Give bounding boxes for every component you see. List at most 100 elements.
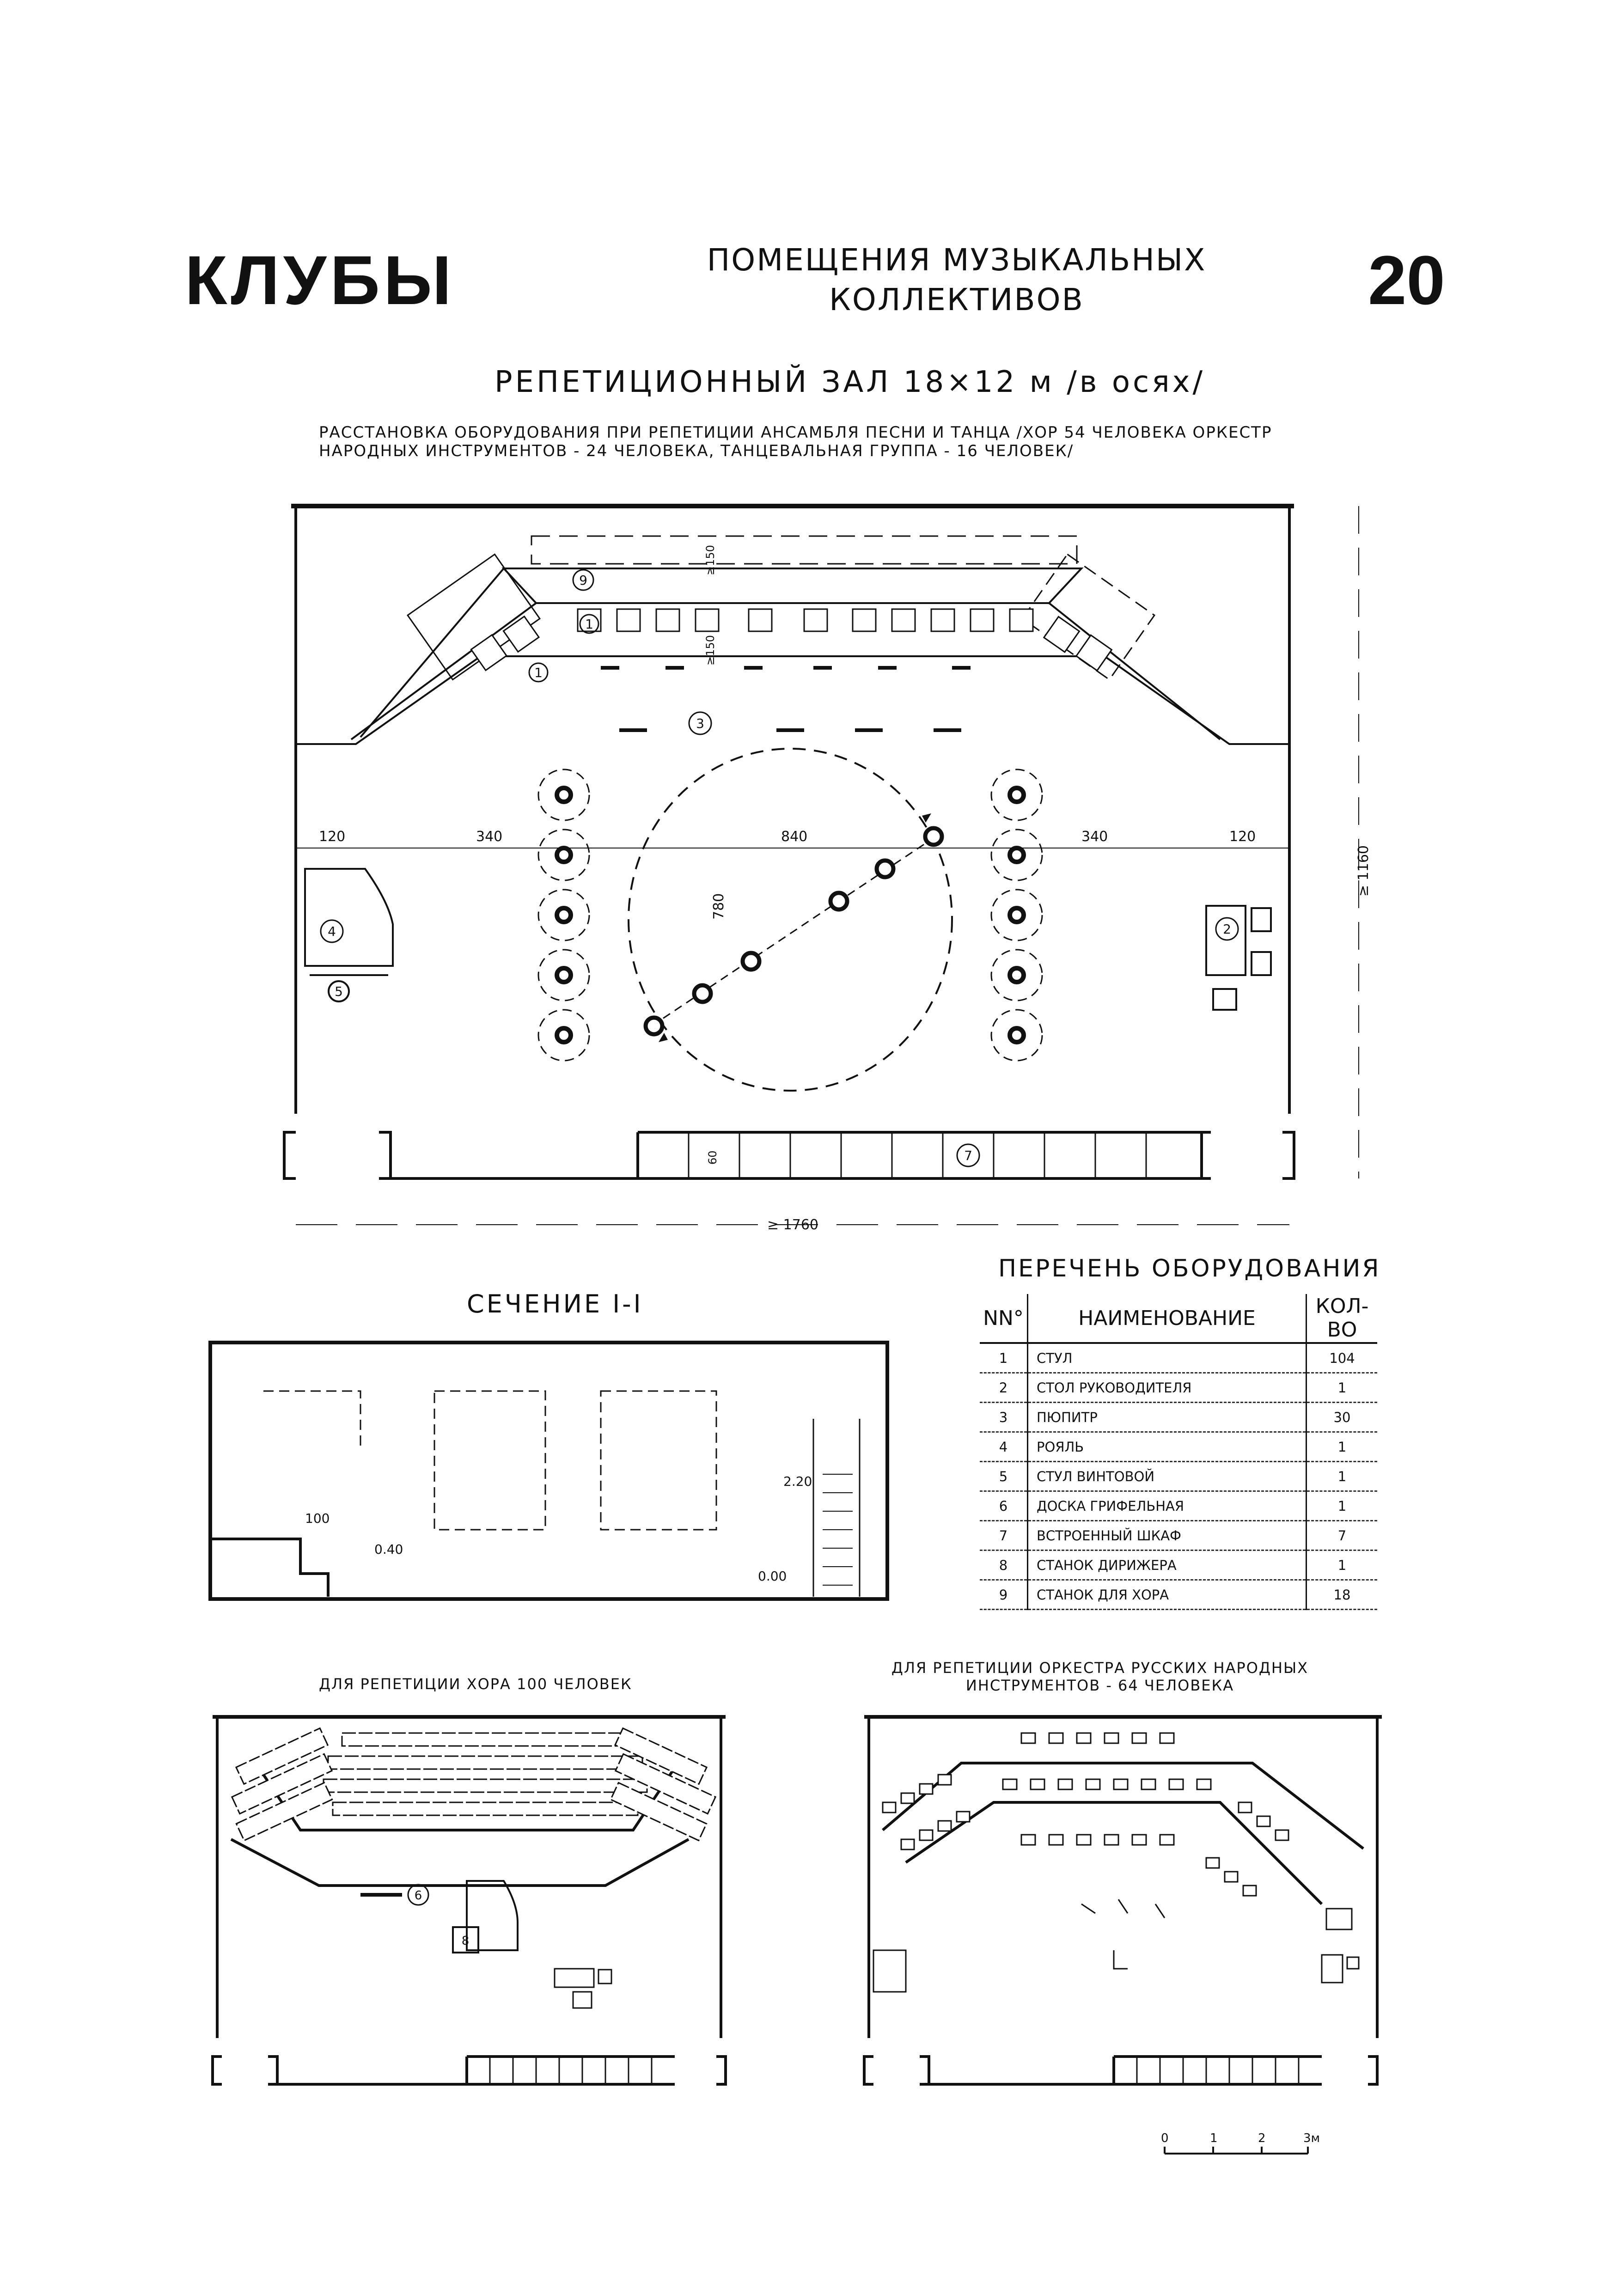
dim-circle-height: 780 xyxy=(711,893,727,920)
scale-bar: 0 1 2 3м xyxy=(1161,2131,1320,2155)
marker-9: 9 xyxy=(579,573,587,588)
hall-walls xyxy=(283,504,1295,1180)
dance-circle xyxy=(628,748,953,1092)
sheet-number: 20 xyxy=(1368,241,1445,319)
section-view: 100 0.40 2.20 0.00 xyxy=(208,1341,889,1601)
choir-marker-6: 6 xyxy=(415,1889,422,1903)
row-qty: 30 xyxy=(1306,1402,1377,1433)
row-name: ПЮПИТР xyxy=(1027,1402,1307,1433)
choir-chairs xyxy=(470,608,1113,672)
row-name: РОЯЛЬ xyxy=(1027,1432,1307,1462)
row-qty: 104 xyxy=(1306,1343,1377,1373)
row-qty: 18 xyxy=(1306,1580,1377,1610)
grand-piano xyxy=(304,868,394,1002)
row-qty: 1 xyxy=(1306,1550,1377,1581)
caption-line-1: РАССТАНОВКА ОБОРУДОВАНИЯ ПРИ РЕПЕТИЦИИ А… xyxy=(319,423,1272,442)
orchestra-caption-line-2: ИНСТРУМЕНТОВ - 64 ЧЕЛОВЕКА xyxy=(965,1677,1234,1694)
subtitle-line-2: КОЛЛЕКТИВОВ xyxy=(829,282,1084,317)
scale-label-1: 1 xyxy=(1210,2131,1218,2145)
main-plan-dimensions: 120 340 840 340 120 780 ≥ 1160 ≥ 1760 ≥1… xyxy=(296,506,1372,1233)
row-num: 4 xyxy=(980,1432,1028,1462)
scale-label-3: 3м xyxy=(1303,2131,1320,2145)
marker-numbers: 9 1 1 3 4 5 2 7 xyxy=(328,573,1231,1163)
row-num: 5 xyxy=(980,1461,1028,1492)
orchestra-rehearsal-plan xyxy=(863,1715,1382,2086)
marker-1b: 1 xyxy=(534,665,543,680)
section-level-low: 0.40 xyxy=(374,1542,403,1557)
row-num: 3 xyxy=(980,1402,1028,1433)
marker-2: 2 xyxy=(1223,922,1231,937)
dim-riser-1: ≥150 xyxy=(704,545,717,575)
director-desk xyxy=(1205,905,1272,1011)
marker-4: 4 xyxy=(328,924,336,939)
col-name-header: НАИМЕНОВАНИЕ xyxy=(1027,1294,1307,1344)
row-name: ВСТРОЕННЫЙ ШКАФ xyxy=(1027,1520,1307,1551)
section-view-title: СЕЧЕНИЕ I-I xyxy=(467,1289,643,1318)
choir-plan-caption: ДЛЯ РЕПЕТИЦИИ ХОРА 100 ЧЕЛОВЕК xyxy=(319,1675,632,1693)
row-qty: 1 xyxy=(1306,1373,1377,1403)
row-num: 6 xyxy=(980,1491,1028,1521)
row-name: СТУЛ ВИНТОВОЙ xyxy=(1027,1461,1307,1492)
row-num: 8 xyxy=(980,1550,1028,1581)
main-plan-caption: РАССТАНОВКА ОБОРУДОВАНИЯ ПРИ РЕПЕТИЦИИ А… xyxy=(319,423,1280,460)
choir-riser-outline xyxy=(295,568,1289,749)
row-name: СТОЛ РУКОВОДИТЕЛЯ xyxy=(1027,1373,1307,1403)
section-height-dim: 2.20 xyxy=(783,1474,812,1489)
row-num: 9 xyxy=(980,1580,1028,1610)
subtitle-line-1: ПОМЕЩЕНИЯ МУЗЫКАЛЬНЫХ xyxy=(707,242,1207,278)
dim-right-margin: 120 xyxy=(1229,829,1256,845)
orchestra-plan-caption: ДЛЯ РЕПЕТИЦИИ ОРКЕСТРА РУССКИХ НАРОДНЫХ … xyxy=(887,1659,1313,1694)
dim-height: ≥ 1160 xyxy=(1355,845,1372,897)
section-floor-level: 0.00 xyxy=(758,1569,787,1584)
dim-riser-2: ≥150 xyxy=(704,635,717,665)
choir-rehearsal-plan: 6 8 xyxy=(211,1715,727,2086)
scale-label-2: 2 xyxy=(1258,2131,1266,2145)
row-num: 1 xyxy=(980,1343,1028,1373)
orchestra-caption-line-1: ДЛЯ РЕПЕТИЦИИ ОРКЕСТРА РУССКИХ НАРОДНЫХ xyxy=(891,1659,1309,1677)
row-name: ДОСКА ГРИФЕЛЬНАЯ xyxy=(1027,1491,1307,1521)
scale-label-0: 0 xyxy=(1161,2131,1169,2145)
row-qty: 1 xyxy=(1306,1432,1377,1462)
dim-cabinet-depth: 60 xyxy=(706,1150,719,1165)
choir-risers-back xyxy=(406,535,1156,681)
caption-line-2: НАРОДНЫХ ИНСТРУМЕНТОВ - 24 ЧЕЛОВЕКА, ТАН… xyxy=(319,442,1074,460)
marker-1: 1 xyxy=(585,616,593,632)
marker-circles xyxy=(320,569,1239,1167)
sheet-subtitle: ПОМЕЩЕНИЯ МУЗЫКАЛЬНЫХ КОЛЛЕКТИВОВ xyxy=(684,240,1229,320)
choir-marker-8: 8 xyxy=(462,1934,470,1948)
marker-5: 5 xyxy=(335,984,343,999)
row-qty: 1 xyxy=(1306,1461,1377,1492)
dim-right-zone: 340 xyxy=(1081,829,1108,845)
row-qty: 1 xyxy=(1306,1491,1377,1521)
dim-left-zone: 340 xyxy=(476,829,502,845)
orchestra-seats xyxy=(537,769,1043,1062)
row-num: 2 xyxy=(980,1373,1028,1403)
main-rehearsal-hall-plan: 9 1 1 3 4 5 2 7 120 340 840 340 120 780 … xyxy=(283,504,1372,1233)
row-num: 7 xyxy=(980,1520,1028,1551)
col-num-header: NN° xyxy=(980,1294,1028,1344)
equipment-header-row: NN° НАИМЕНОВАНИЕ КОЛ-ВО xyxy=(980,1294,1377,1344)
equipment-list-title: ПЕРЕЧЕНЬ ОБОРУДОВАНИЯ xyxy=(998,1255,1381,1282)
music-stands-row xyxy=(601,666,971,732)
col-qty-header: КОЛ-ВО xyxy=(1306,1294,1377,1344)
row-qty: 7 xyxy=(1306,1520,1377,1551)
marker-3: 3 xyxy=(696,716,704,731)
row-name: СТУЛ xyxy=(1027,1343,1307,1373)
row-name: СТАНОК ДЛЯ ХОРА xyxy=(1027,1580,1307,1610)
dim-left-margin: 120 xyxy=(319,829,345,845)
built-in-cabinets xyxy=(688,1132,1147,1178)
dim-center-width: 840 xyxy=(781,829,807,845)
section-title: КЛУБЫ xyxy=(185,241,455,319)
row-name: СТАНОК ДИРИЖЕРА xyxy=(1027,1550,1307,1581)
main-plan-title: РЕПЕТИЦИОННЫЙ ЗАЛ 18×12 м /в осях/ xyxy=(495,365,1206,399)
